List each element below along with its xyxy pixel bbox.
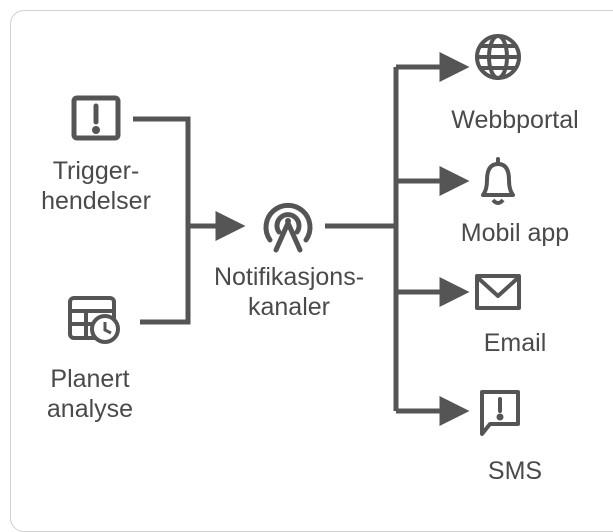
output-label-email: Email <box>483 329 547 357</box>
trigger-label-line2: hendelser <box>41 187 151 215</box>
flow-diagram <box>68 34 521 436</box>
hub-label-line1: Notifikasjons- <box>213 263 365 291</box>
output-label-webbportal: Webbportal <box>451 106 579 134</box>
globe-icon <box>475 34 521 80</box>
connector-trigger <box>133 116 191 226</box>
alert-square-icon <box>71 95 121 141</box>
scheduled-label-line2: analyse <box>46 395 134 423</box>
scheduled-label-line1: Planert <box>50 365 130 393</box>
output-label-sms: SMS <box>487 457 543 485</box>
connector-scheduled <box>140 226 191 325</box>
calendar-clock-icon <box>68 296 120 344</box>
envelope-icon <box>475 274 521 310</box>
bell-icon <box>481 157 515 205</box>
hub-label-line2: kanaler <box>248 293 330 321</box>
output-label-mobil-app: Mobil app <box>460 219 570 247</box>
hub-label: Notifikasjons- kanaler <box>198 262 380 322</box>
trigger-label: Trigger- hendelser <box>26 156 166 216</box>
trigger-label-line1: Trigger- <box>52 157 140 185</box>
broadcast-antenna-icon <box>263 202 313 253</box>
scheduled-label: Planert analyse <box>30 364 150 424</box>
message-alert-icon <box>480 390 520 436</box>
